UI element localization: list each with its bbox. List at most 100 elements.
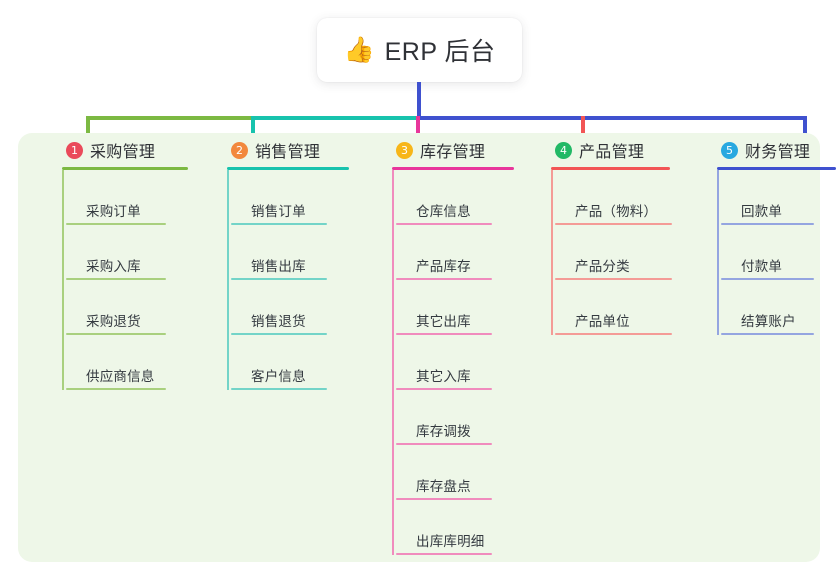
branch-item[interactable]: 客户信息 bbox=[231, 335, 355, 390]
branch-item-label: 客户信息 bbox=[251, 369, 306, 384]
branch-item-underline bbox=[396, 443, 492, 445]
branch-item-label: 产品库存 bbox=[416, 259, 471, 274]
branch-spine bbox=[227, 170, 229, 390]
branch-item[interactable]: 产品库存 bbox=[396, 225, 520, 280]
branch-column-4[interactable]: 4 产品管理产品（物料） 产品分类产品单位 bbox=[529, 133, 689, 335]
branch-item-label: 出库库明细 bbox=[416, 534, 485, 549]
branch-item-list: 采购订单采购入库采购退货供应商信息 bbox=[62, 170, 190, 390]
branch-header[interactable]: 4 产品管理 bbox=[529, 133, 689, 167]
branch-rule bbox=[227, 167, 349, 170]
branch-item[interactable]: 仓库信息 bbox=[396, 170, 520, 225]
branch-item-underline bbox=[66, 333, 166, 335]
branch-item-label: 库存调拨 bbox=[416, 424, 471, 439]
branch-item-label: 付款单 bbox=[741, 259, 783, 274]
branch-item[interactable]: 采购订单 bbox=[66, 170, 190, 225]
branch-item[interactable]: 库存调拨 bbox=[396, 390, 520, 445]
branch-item-label: 产品单位 bbox=[575, 314, 630, 329]
branch-item-underline bbox=[396, 388, 492, 390]
branch-item-underline bbox=[721, 333, 814, 335]
branch-spine bbox=[551, 170, 553, 335]
branch-item-underline bbox=[555, 333, 672, 335]
branch-item[interactable]: 库存盘点 bbox=[396, 445, 520, 500]
branch-item-label: 销售出库 bbox=[251, 259, 306, 274]
branch-item-label: 供应商信息 bbox=[86, 369, 155, 384]
branch-item-underline bbox=[721, 278, 814, 280]
branch-item-underline bbox=[231, 223, 327, 225]
branch-item-list: 回款单付款单结算账户 bbox=[717, 170, 835, 335]
branch-item-underline bbox=[66, 223, 166, 225]
branch-index-badge: 4 bbox=[555, 141, 572, 159]
branch-item-label: 结算账户 bbox=[741, 314, 796, 329]
branch-header[interactable]: 3 库存管理 bbox=[370, 133, 520, 167]
branch-column-3[interactable]: 3 库存管理仓库信息产品库存其它出库其它入库库存调拨库存盘点出库库明细 bbox=[370, 133, 520, 555]
branch-item-underline bbox=[555, 223, 672, 225]
branch-index-badge: 1 bbox=[66, 141, 83, 159]
branch-item-underline bbox=[231, 278, 327, 280]
branch-item[interactable]: 其它出库 bbox=[396, 280, 520, 335]
branch-item-label: 销售退货 bbox=[251, 314, 306, 329]
branch-item-underline bbox=[396, 223, 492, 225]
branch-item[interactable]: 供应商信息 bbox=[66, 335, 190, 390]
branch-index-badge: 3 bbox=[396, 141, 413, 159]
branch-item[interactable]: 结算账户 bbox=[721, 280, 835, 335]
branch-item-label: 其它出库 bbox=[416, 314, 471, 329]
branch-item-list: 产品（物料） 产品分类产品单位 bbox=[551, 170, 689, 335]
branch-item-underline bbox=[396, 333, 492, 335]
branch-item-underline bbox=[231, 333, 327, 335]
root-node-card[interactable]: 👍 ERP 后台 bbox=[317, 18, 522, 82]
branch-header[interactable]: 1 采购管理 bbox=[40, 133, 190, 167]
branch-item-label: 产品分类 bbox=[575, 259, 630, 274]
branch-item[interactable]: 销售出库 bbox=[231, 225, 355, 280]
branch-title: 库存管理 bbox=[420, 144, 486, 161]
branch-title: 销售管理 bbox=[255, 144, 321, 161]
branch-item[interactable]: 产品分类 bbox=[555, 225, 689, 280]
branch-item-underline bbox=[396, 553, 492, 555]
branch-item-underline bbox=[396, 498, 492, 500]
branch-item[interactable]: 回款单 bbox=[721, 170, 835, 225]
branch-item-underline bbox=[231, 388, 327, 390]
branch-item-label: 仓库信息 bbox=[416, 204, 471, 219]
branch-header[interactable]: 2 销售管理 bbox=[205, 133, 355, 167]
branch-item-label: 采购退货 bbox=[86, 314, 141, 329]
branch-item[interactable]: 销售退货 bbox=[231, 280, 355, 335]
branch-item-label: 库存盘点 bbox=[416, 479, 471, 494]
branch-index-badge: 5 bbox=[721, 141, 738, 159]
branch-item[interactable]: 其它入库 bbox=[396, 335, 520, 390]
branch-title: 财务管理 bbox=[745, 144, 811, 161]
thumbs-up-icon: 👍 bbox=[343, 35, 375, 64]
branch-title: 采购管理 bbox=[90, 144, 156, 161]
branch-item-label: 产品（物料） bbox=[575, 204, 658, 219]
branch-rule bbox=[717, 167, 836, 170]
branch-item[interactable]: 销售订单 bbox=[231, 170, 355, 225]
branch-header[interactable]: 5 财务管理 bbox=[695, 133, 835, 167]
branch-rule bbox=[551, 167, 670, 170]
branch-item-label: 回款单 bbox=[741, 204, 783, 219]
branches-panel bbox=[18, 133, 820, 562]
branch-item-underline bbox=[66, 278, 166, 280]
branch-spine bbox=[392, 170, 394, 555]
page-title: ERP 后台 bbox=[384, 38, 496, 66]
branch-item[interactable]: 产品（物料） bbox=[555, 170, 689, 225]
branch-item-underline bbox=[66, 388, 166, 390]
branch-item[interactable]: 采购退货 bbox=[66, 280, 190, 335]
branch-item[interactable]: 出库库明细 bbox=[396, 500, 520, 555]
branch-item-label: 采购入库 bbox=[86, 259, 141, 274]
branch-columns: 1 采购管理采购订单采购入库采购退货供应商信息 2 销售管理销售订单销售出库销售退货客… bbox=[18, 133, 836, 562]
branch-item-list: 销售订单销售出库销售退货客户信息 bbox=[227, 170, 355, 390]
branch-item[interactable]: 付款单 bbox=[721, 225, 835, 280]
branch-column-1[interactable]: 1 采购管理采购订单采购入库采购退货供应商信息 bbox=[40, 133, 190, 390]
branch-item-list: 仓库信息产品库存其它出库其它入库库存调拨库存盘点出库库明细 bbox=[392, 170, 520, 555]
branch-item-label: 其它入库 bbox=[416, 369, 471, 384]
branch-item-label: 销售订单 bbox=[251, 204, 306, 219]
branch-column-5[interactable]: 5 财务管理回款单付款单结算账户 bbox=[695, 133, 836, 335]
branch-title: 产品管理 bbox=[579, 144, 645, 161]
branch-column-2[interactable]: 2 销售管理销售订单销售出库销售退货客户信息 bbox=[205, 133, 355, 390]
branch-item-underline bbox=[396, 278, 492, 280]
branch-index-badge: 2 bbox=[231, 141, 248, 159]
branch-item[interactable]: 产品单位 bbox=[555, 280, 689, 335]
branch-item[interactable]: 采购入库 bbox=[66, 225, 190, 280]
branch-spine bbox=[717, 170, 719, 335]
branch-rule bbox=[392, 167, 514, 170]
branch-item-underline bbox=[721, 223, 814, 225]
